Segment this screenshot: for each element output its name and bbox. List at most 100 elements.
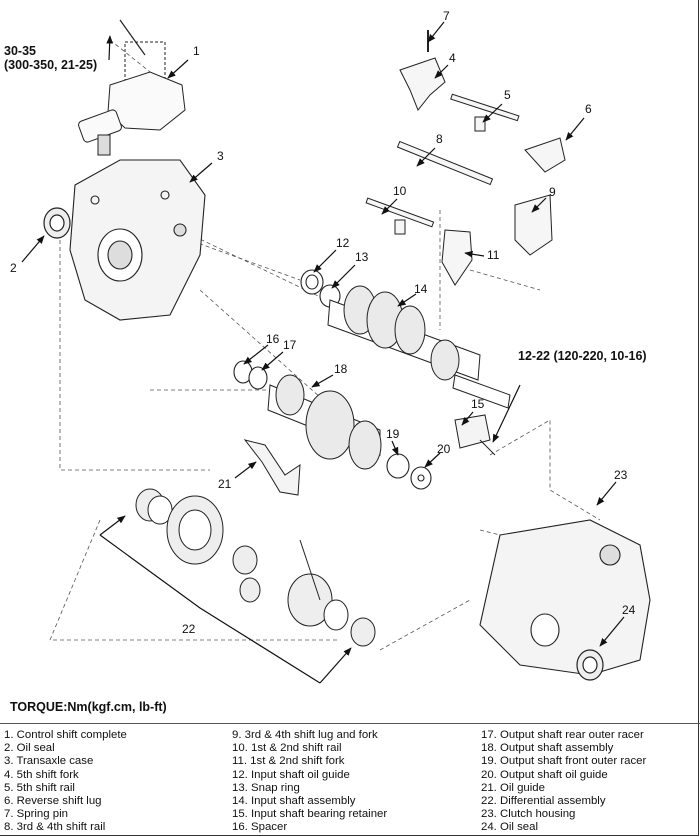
legend-number: 3. — [4, 755, 14, 768]
legend-text: Control shift complete — [16, 729, 127, 741]
callout-13: 13 — [355, 250, 369, 264]
legend-number: 8. — [4, 821, 14, 834]
output-shaft-assembly — [267, 374, 382, 470]
callout-5: 5 — [504, 88, 511, 102]
callout-24: 24 — [622, 603, 636, 617]
oil-seal-2 — [43, 207, 71, 239]
legend-number: 22. — [481, 795, 497, 808]
legend-text: 5th shift fork — [16, 768, 79, 781]
legend-text: Spacer — [251, 821, 288, 834]
legend-text: Snap ring — [251, 781, 300, 794]
legend-item: 20. Output shaft oil guide — [481, 769, 646, 782]
legend-column-3: 17. Output shaft rear outer racer 18. Ou… — [481, 729, 646, 835]
legend-item: 11. 1st & 2nd shift fork — [232, 755, 387, 768]
legend-item: 5. 5th shift rail — [4, 782, 127, 795]
legend-number: 19. — [481, 755, 497, 768]
legend-number: 12. — [232, 768, 248, 781]
input-shaft-bearing-retainer — [454, 414, 496, 456]
callout-3: 3 — [217, 149, 224, 163]
legend-item: 14. Input shaft assembly — [232, 795, 387, 808]
callout-7: 7 — [443, 9, 450, 23]
callout-19: 19 — [386, 427, 400, 441]
legend-item: 4. 5th shift fork — [4, 769, 127, 782]
legend-item: 22. Differential assembly — [481, 795, 646, 808]
exploded-view-diagram — [21, 19, 651, 684]
callout-21: 21 — [218, 477, 232, 491]
legend-item: 10. 1st & 2nd shift rail — [232, 742, 387, 755]
differential-bracket — [99, 515, 352, 684]
legend-text: 3rd & 4th shift rail — [16, 821, 106, 834]
legend-text: Oil guide — [500, 781, 545, 794]
legend-text: 5th shift rail — [16, 781, 75, 794]
legend-number: 24. — [481, 821, 497, 834]
legend-text: Output shaft rear outer racer — [500, 729, 644, 741]
callout-6: 6 — [585, 102, 592, 116]
torque-label-retainer: 12-22 (120-220, 10-16) — [518, 349, 647, 363]
legend-item: 2. Oil seal — [4, 742, 127, 755]
legend-item: 1. Control shift complete — [4, 729, 127, 742]
callout-12: 12 — [336, 236, 350, 250]
legend-number: 4. — [4, 768, 14, 781]
callout-22: 22 — [182, 622, 196, 636]
legend-number: 23. — [481, 808, 497, 821]
legend-item: 21. Oil guide — [481, 782, 646, 795]
legend-number: 20. — [481, 768, 497, 781]
callout-16: 16 — [266, 332, 280, 346]
legend-number: 10. — [232, 742, 248, 755]
legend-number: 18. — [481, 742, 497, 755]
transaxle-case — [69, 159, 206, 321]
legend-item: 19. Output shaft front outer racer — [481, 755, 646, 768]
legend-number: 15. — [232, 808, 248, 821]
callout-23: 23 — [614, 468, 628, 482]
legend-text: Spring pin — [16, 808, 68, 821]
legend-item: 16. Spacer — [232, 821, 387, 834]
output-front-rings — [386, 453, 432, 490]
legend-item: 9. 3rd & 4th shift lug and fork — [232, 729, 387, 742]
legend-text: 1st & 2nd shift fork — [250, 755, 345, 768]
input-shaft-assembly — [327, 285, 511, 409]
legend-text: Output shaft front outer racer — [500, 755, 647, 768]
legend-item: 24. Oil seal — [481, 821, 646, 834]
legend-number: 5. — [4, 781, 14, 794]
callout-2: 2 — [10, 261, 17, 275]
legend-text: Transaxle case — [16, 755, 94, 768]
legend-number: 14. — [232, 795, 248, 808]
callout-1: 1 — [193, 44, 200, 58]
callout-10: 10 — [393, 184, 407, 198]
legend-item: 15. Input shaft bearing retainer — [232, 808, 387, 821]
torque-label-control-shift: 30-35 (300-350, 21-25) — [4, 44, 98, 72]
legend-text: Clutch housing — [500, 808, 576, 821]
legend-text: Oil seal — [16, 742, 55, 755]
differential-assembly — [135, 488, 376, 647]
legend-number: 11. — [232, 755, 247, 768]
legend-number: 1. — [4, 729, 14, 741]
legend-column-1: 1. Control shift complete 2. Oil seal 3.… — [4, 729, 127, 835]
legend-number: 16. — [232, 821, 248, 834]
legend-text: Input shaft bearing retainer — [251, 808, 388, 821]
shift-rails-and-forks — [365, 30, 566, 286]
callout-arrows — [21, 21, 625, 647]
callout-11: 11 — [487, 248, 500, 262]
legend-text: Output shaft assembly — [500, 742, 614, 755]
legend-text: Output shaft oil guide — [500, 768, 608, 781]
legend-number: 2. — [4, 742, 14, 755]
callout-9: 9 — [549, 185, 556, 199]
legend-item: 7. Spring pin — [4, 808, 127, 821]
legend-text: 3rd & 4th shift lug and fork — [244, 729, 378, 741]
callout-4: 4 — [449, 51, 456, 65]
legend-number: 21. — [481, 781, 497, 794]
legend-item: 17. Output shaft rear outer racer — [481, 729, 646, 742]
callout-20: 20 — [437, 442, 451, 456]
callout-15: 15 — [471, 397, 485, 411]
control-shift-complete — [78, 19, 186, 156]
legend-item: 13. Snap ring — [232, 782, 387, 795]
legend-number: 6. — [4, 795, 14, 808]
legend-text: Input shaft oil guide — [251, 768, 350, 781]
callout-14: 14 — [414, 282, 428, 296]
legend-number: 13. — [232, 781, 248, 794]
legend-item: 3. Transaxle case — [4, 755, 127, 768]
legend-item: 6. Reverse shift lug — [4, 795, 127, 808]
legend-text: 1st & 2nd shift rail — [251, 742, 342, 755]
legend-number: 17. — [481, 729, 497, 741]
